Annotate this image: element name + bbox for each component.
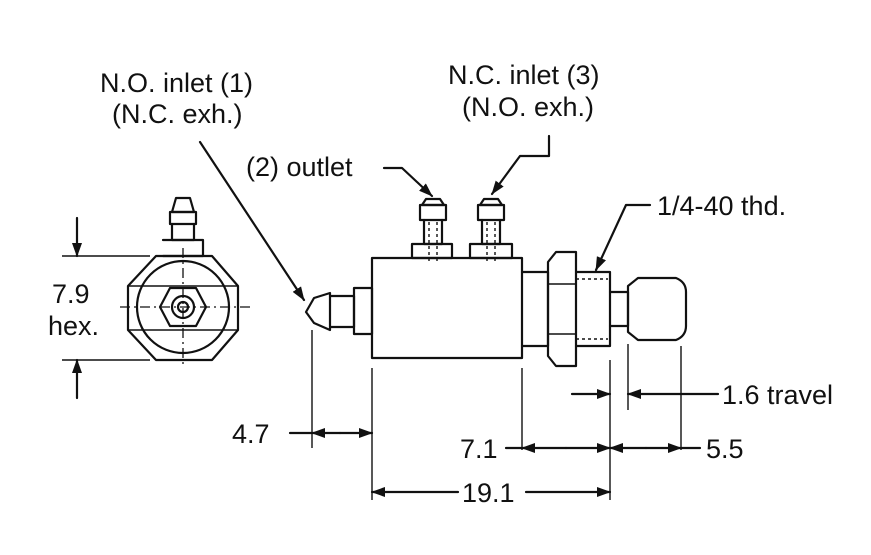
nc-inlet-label-line2: (N.O. exh.) <box>462 92 594 122</box>
dim-travel: 1.6 travel <box>570 380 833 410</box>
dim-4-7-label: 4.7 <box>232 419 270 449</box>
dim-19-1-label: 19.1 <box>462 478 515 508</box>
dim-travel-label: 1.6 travel <box>722 380 833 410</box>
dim-19-1: 19.1 <box>370 478 612 508</box>
no-inlet-label-line2: (N.C. exh.) <box>112 99 243 129</box>
dim-4-7: 4.7 <box>232 419 374 449</box>
hex-word-label: hex. <box>48 311 99 341</box>
nc-inlet-label-line1: N.C. inlet (3) <box>448 60 600 90</box>
hex-end-view <box>120 196 250 366</box>
dim-7-1: 7.1 <box>460 434 612 464</box>
outlet-label: (2) outlet <box>246 152 353 182</box>
extension-lines <box>311 330 682 500</box>
nc-inlet-callout: N.C. inlet (3) (N.O. exh.) <box>448 60 600 196</box>
dim-5-5: 5.5 <box>608 434 744 464</box>
hex-dimension: 7.9 hex. <box>48 216 150 400</box>
dim-5-5-label: 5.5 <box>706 434 744 464</box>
no-inlet-label-line1: N.O. inlet (1) <box>100 68 253 98</box>
outlet-callout: (2) outlet <box>246 152 434 198</box>
thread-label: 1/4-40 thd. <box>657 191 786 221</box>
dim-7-1-label: 7.1 <box>460 434 498 464</box>
no-inlet-callout: N.O. inlet (1) (N.C. exh.) <box>100 68 306 302</box>
hex-size-label: 7.9 <box>52 279 90 309</box>
valve-side-view <box>304 197 688 368</box>
thread-callout: 1/4-40 thd. <box>594 191 786 272</box>
